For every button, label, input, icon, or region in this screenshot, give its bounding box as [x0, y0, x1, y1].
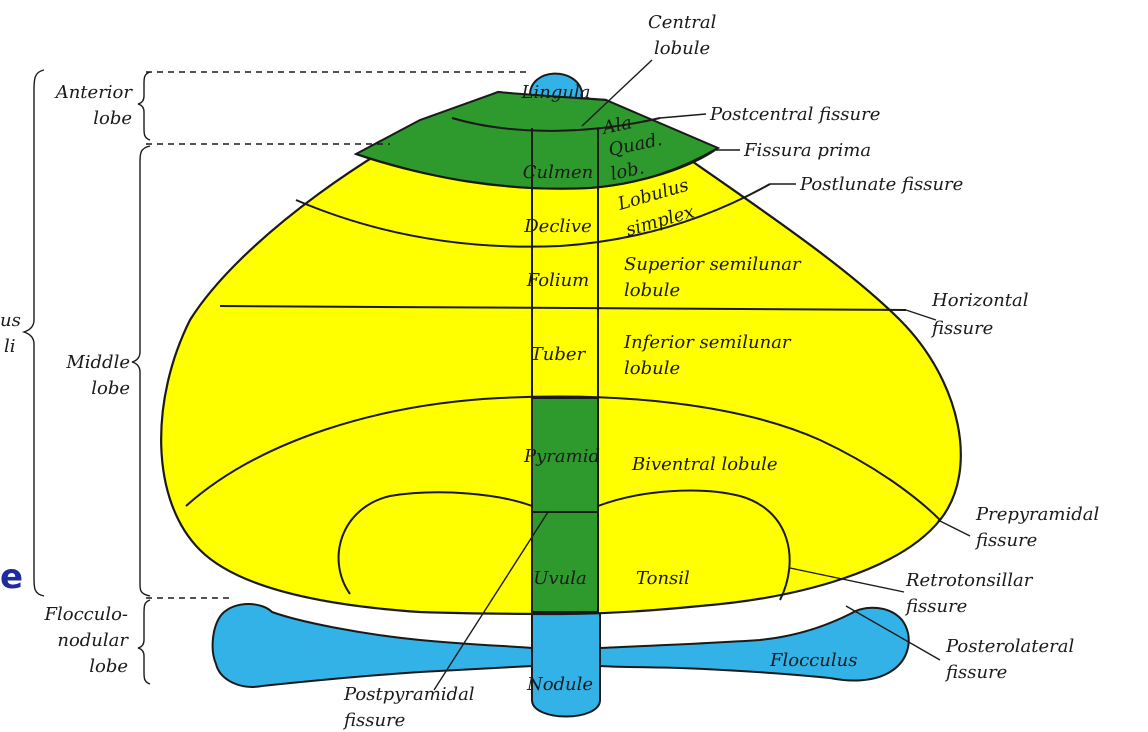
- tuber-label: Tuber: [531, 344, 587, 365]
- culmen-label: Culmen: [523, 162, 593, 183]
- postpyramidal-fissure-label-2: fissure: [342, 710, 405, 731]
- postpyramidal-fissure-label-1: Postpyramidal: [343, 684, 475, 705]
- declive-label: Declive: [523, 216, 592, 237]
- flocculonodular-lobe-label-2: nodular: [57, 630, 129, 651]
- central-lobule-label-2: lobule: [654, 38, 710, 59]
- uvula-label: Uvula: [533, 568, 586, 589]
- retrotonsillar-fissure-label-1: Retrotonsillar: [905, 570, 1034, 591]
- posterolateral-fissure-label-2: fissure: [944, 662, 1007, 683]
- nodule-shape: [532, 610, 600, 717]
- flocculonodular-lobe-label-1: Flocculo-: [43, 604, 128, 625]
- postcentral-fissure-label: Postcentral fissure: [709, 104, 880, 125]
- central-lobule-label-1: Central: [648, 12, 717, 33]
- anterior-lobe-label-2: lobe: [93, 108, 132, 129]
- right-flocculus-shape: [600, 608, 909, 681]
- horizontal-fissure-label-2: fissure: [930, 318, 993, 339]
- anterior-lobe-label-1: Anterior: [54, 82, 134, 103]
- inferior-semilunar-lobule-label-2: lobule: [624, 358, 680, 379]
- superior-semilunar-lobule-label-1: Superior semilunar: [624, 254, 802, 275]
- tonsil-label: Tonsil: [636, 568, 690, 589]
- biventral-lobule-label: Biventral lobule: [631, 454, 778, 475]
- fissura-prima-label: Fissura prima: [743, 140, 871, 161]
- left-brackets: [24, 70, 150, 684]
- pyramid-label: Pyramid: [523, 446, 600, 467]
- lingula-label: Lingula: [521, 82, 591, 103]
- horizontal-fissure-label-1: Horizontal: [931, 290, 1029, 311]
- retrotonsillar-fissure-label-2: fissure: [904, 596, 967, 617]
- prepyramidal-fissure-label-2: fissure: [974, 530, 1037, 551]
- superior-semilunar-lobule-label-2: lobule: [624, 280, 680, 301]
- cut-blue-letter: e: [0, 557, 23, 597]
- left-flocculus-shape: [213, 604, 532, 687]
- posterolateral-fissure-label-1: Posterolateral: [945, 636, 1074, 657]
- postlunate-fissure-label: Postlunate fissure: [799, 174, 963, 195]
- prepyramidal-fissure-label-1: Prepyramidal: [975, 504, 1099, 525]
- cut-label-bottom: li: [4, 336, 16, 357]
- nodule-label: Nodule: [526, 674, 593, 695]
- flocculonodular-lobe-label-3: lobe: [89, 656, 128, 677]
- middle-lobe-label-2: lobe: [91, 378, 130, 399]
- inferior-semilunar-lobule-label-1: Inferior semilunar: [623, 332, 792, 353]
- folium-label: Folium: [526, 270, 590, 291]
- flocculus-label: Flocculus: [769, 650, 857, 671]
- middle-lobe-label-1: Middle: [65, 352, 130, 373]
- cut-label-top: us: [0, 310, 21, 331]
